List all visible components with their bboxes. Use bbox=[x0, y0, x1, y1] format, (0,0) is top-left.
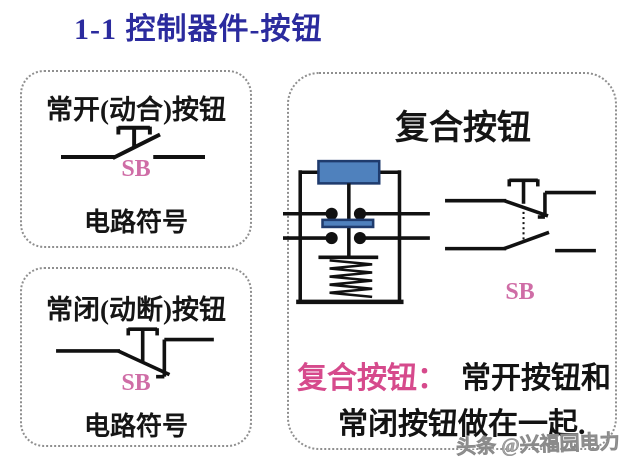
normally-closed-heading: 常闭(动断)按钮 bbox=[46, 295, 226, 325]
button-cap bbox=[317, 159, 381, 185]
contact-bridge bbox=[321, 218, 375, 229]
normally-closed-contact-symbol-icon bbox=[56, 327, 214, 379]
composite-description-line2: 常闭按钮做在一起. bbox=[338, 408, 586, 441]
composite-contact-symbol-icon bbox=[445, 178, 596, 253]
no-caption: 电路符号 bbox=[83, 208, 188, 237]
normally-open-heading: 常开(动合)按钮 bbox=[46, 95, 226, 125]
watermark: 头条 @兴福园电力 bbox=[455, 431, 621, 459]
composite-desc-rest: 常开按钮和 bbox=[461, 362, 611, 395]
no-symbol-label: SB bbox=[121, 156, 151, 182]
normally-open-button-box bbox=[20, 70, 252, 248]
normally-closed-button-box bbox=[20, 267, 252, 447]
page-title: 1-1 控制器件-按钮 bbox=[74, 13, 323, 46]
return-spring bbox=[329, 259, 373, 299]
composite-symbol-label: SB bbox=[505, 279, 535, 305]
composite-heading: 复合按钮 bbox=[395, 110, 531, 147]
nc-symbol-label: SB bbox=[121, 370, 151, 396]
pushbutton-mechanism-diagram bbox=[283, 159, 430, 305]
normally-open-contact-symbol-icon bbox=[61, 125, 205, 160]
composite-term: 复合按钮： bbox=[297, 362, 447, 395]
nc-caption: 电路符号 bbox=[83, 412, 188, 441]
composite-description-line1: 复合按钮： 常开按钮和 bbox=[297, 353, 611, 397]
